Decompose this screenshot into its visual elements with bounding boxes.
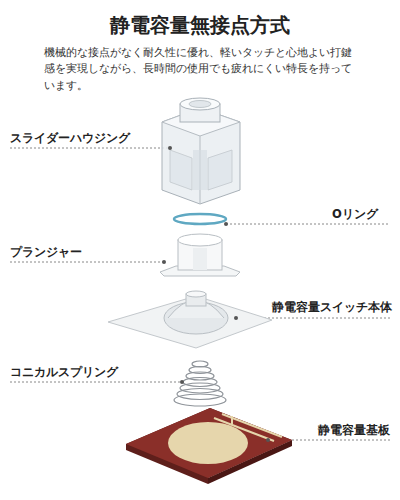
diagram-title: 静電容量無接点方式 — [0, 12, 400, 39]
leader-dot — [234, 316, 238, 320]
leader-line — [10, 148, 170, 149]
part-name: Oリング — [332, 207, 378, 222]
part-name: 静電容量スイッチ本体 — [272, 300, 392, 315]
conical-spring — [174, 361, 226, 406]
leader-line — [10, 262, 164, 263]
leader-dot — [266, 438, 270, 442]
leader-dot — [224, 222, 228, 226]
leader-line — [226, 224, 390, 225]
part-name: スライダーハウジング — [10, 131, 130, 146]
leader-dot — [162, 260, 166, 264]
leader-dot — [168, 146, 172, 150]
part-name: コニカルスプリング — [10, 365, 118, 380]
description-text: 機械的な接点がなく耐久性に優れ、軽いタッチと心地よい打鍵感を実現しながら、長時間… — [44, 44, 356, 93]
leader-line — [10, 382, 182, 383]
o-ring — [174, 214, 226, 224]
part-name: プランジャー — [10, 245, 82, 260]
plunger — [160, 234, 240, 276]
capacitive-pcb — [126, 408, 292, 484]
part-name: 静電容量基板 — [318, 423, 390, 438]
switch-body — [108, 291, 272, 348]
leader-dot — [180, 380, 184, 384]
slider-housing — [162, 98, 240, 204]
